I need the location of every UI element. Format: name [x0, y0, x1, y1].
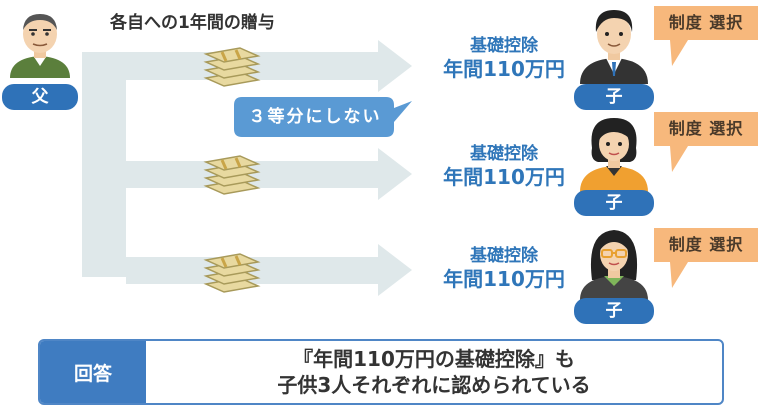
answer-box: 回答 『年間110万円の基礎控除』も 子供3人それぞれに認められている [38, 339, 724, 405]
child-avatar-icon [580, 10, 648, 84]
deduction-title: 基礎控除 [470, 144, 538, 164]
header-note: 各自への1年間の贈与 [110, 13, 275, 33]
badge-text-3: 制度 選択 [668, 235, 744, 254]
money-bundle-icon [203, 47, 261, 87]
badge-shape [654, 6, 758, 66]
deduction-label-2: 基礎控除 年間110万円 [414, 144, 594, 190]
badge-text-2: 制度 選択 [668, 119, 744, 138]
deduction-title: 基礎控除 [470, 36, 538, 56]
answer-text: 『年間110万円の基礎控除』も 子供3人それぞれに認められている [146, 341, 722, 403]
badge-text-1: 制度 選択 [668, 13, 744, 32]
deduction-amount: 年間110万円 [443, 267, 565, 292]
callout-text: ３等分にしない [248, 107, 382, 127]
child-label-1: 子 [574, 84, 654, 110]
deduction-label-1: 基礎控除 年間110万円 [414, 36, 594, 82]
father-label: 父 [2, 84, 78, 110]
child-label-2: 子 [574, 190, 654, 216]
money-bundle-icon [203, 253, 261, 293]
deduction-title: 基礎控除 [470, 246, 538, 266]
answer-line-1: 『年間110万円の基礎控除』も [293, 347, 575, 371]
deduction-label-3: 基礎控除 年間110万円 [414, 246, 594, 292]
father-avatar-icon [10, 14, 70, 78]
child-avatar-icon [580, 230, 648, 300]
child-label-3: 子 [574, 298, 654, 324]
answer-line-2: 子供3人それぞれに認められている [277, 373, 591, 397]
badge-shape [654, 112, 758, 172]
flow-arrow-3 [126, 244, 412, 296]
callout-bubble [234, 97, 412, 137]
child-avatar-icon [580, 118, 648, 192]
deduction-amount: 年間110万円 [443, 57, 565, 82]
badge-shape [654, 228, 758, 288]
flow-arrow-2 [126, 148, 412, 200]
money-bundle-icon [203, 155, 261, 195]
flow-trunk [82, 52, 126, 277]
deduction-amount: 年間110万円 [443, 165, 565, 190]
answer-label: 回答 [40, 341, 146, 403]
